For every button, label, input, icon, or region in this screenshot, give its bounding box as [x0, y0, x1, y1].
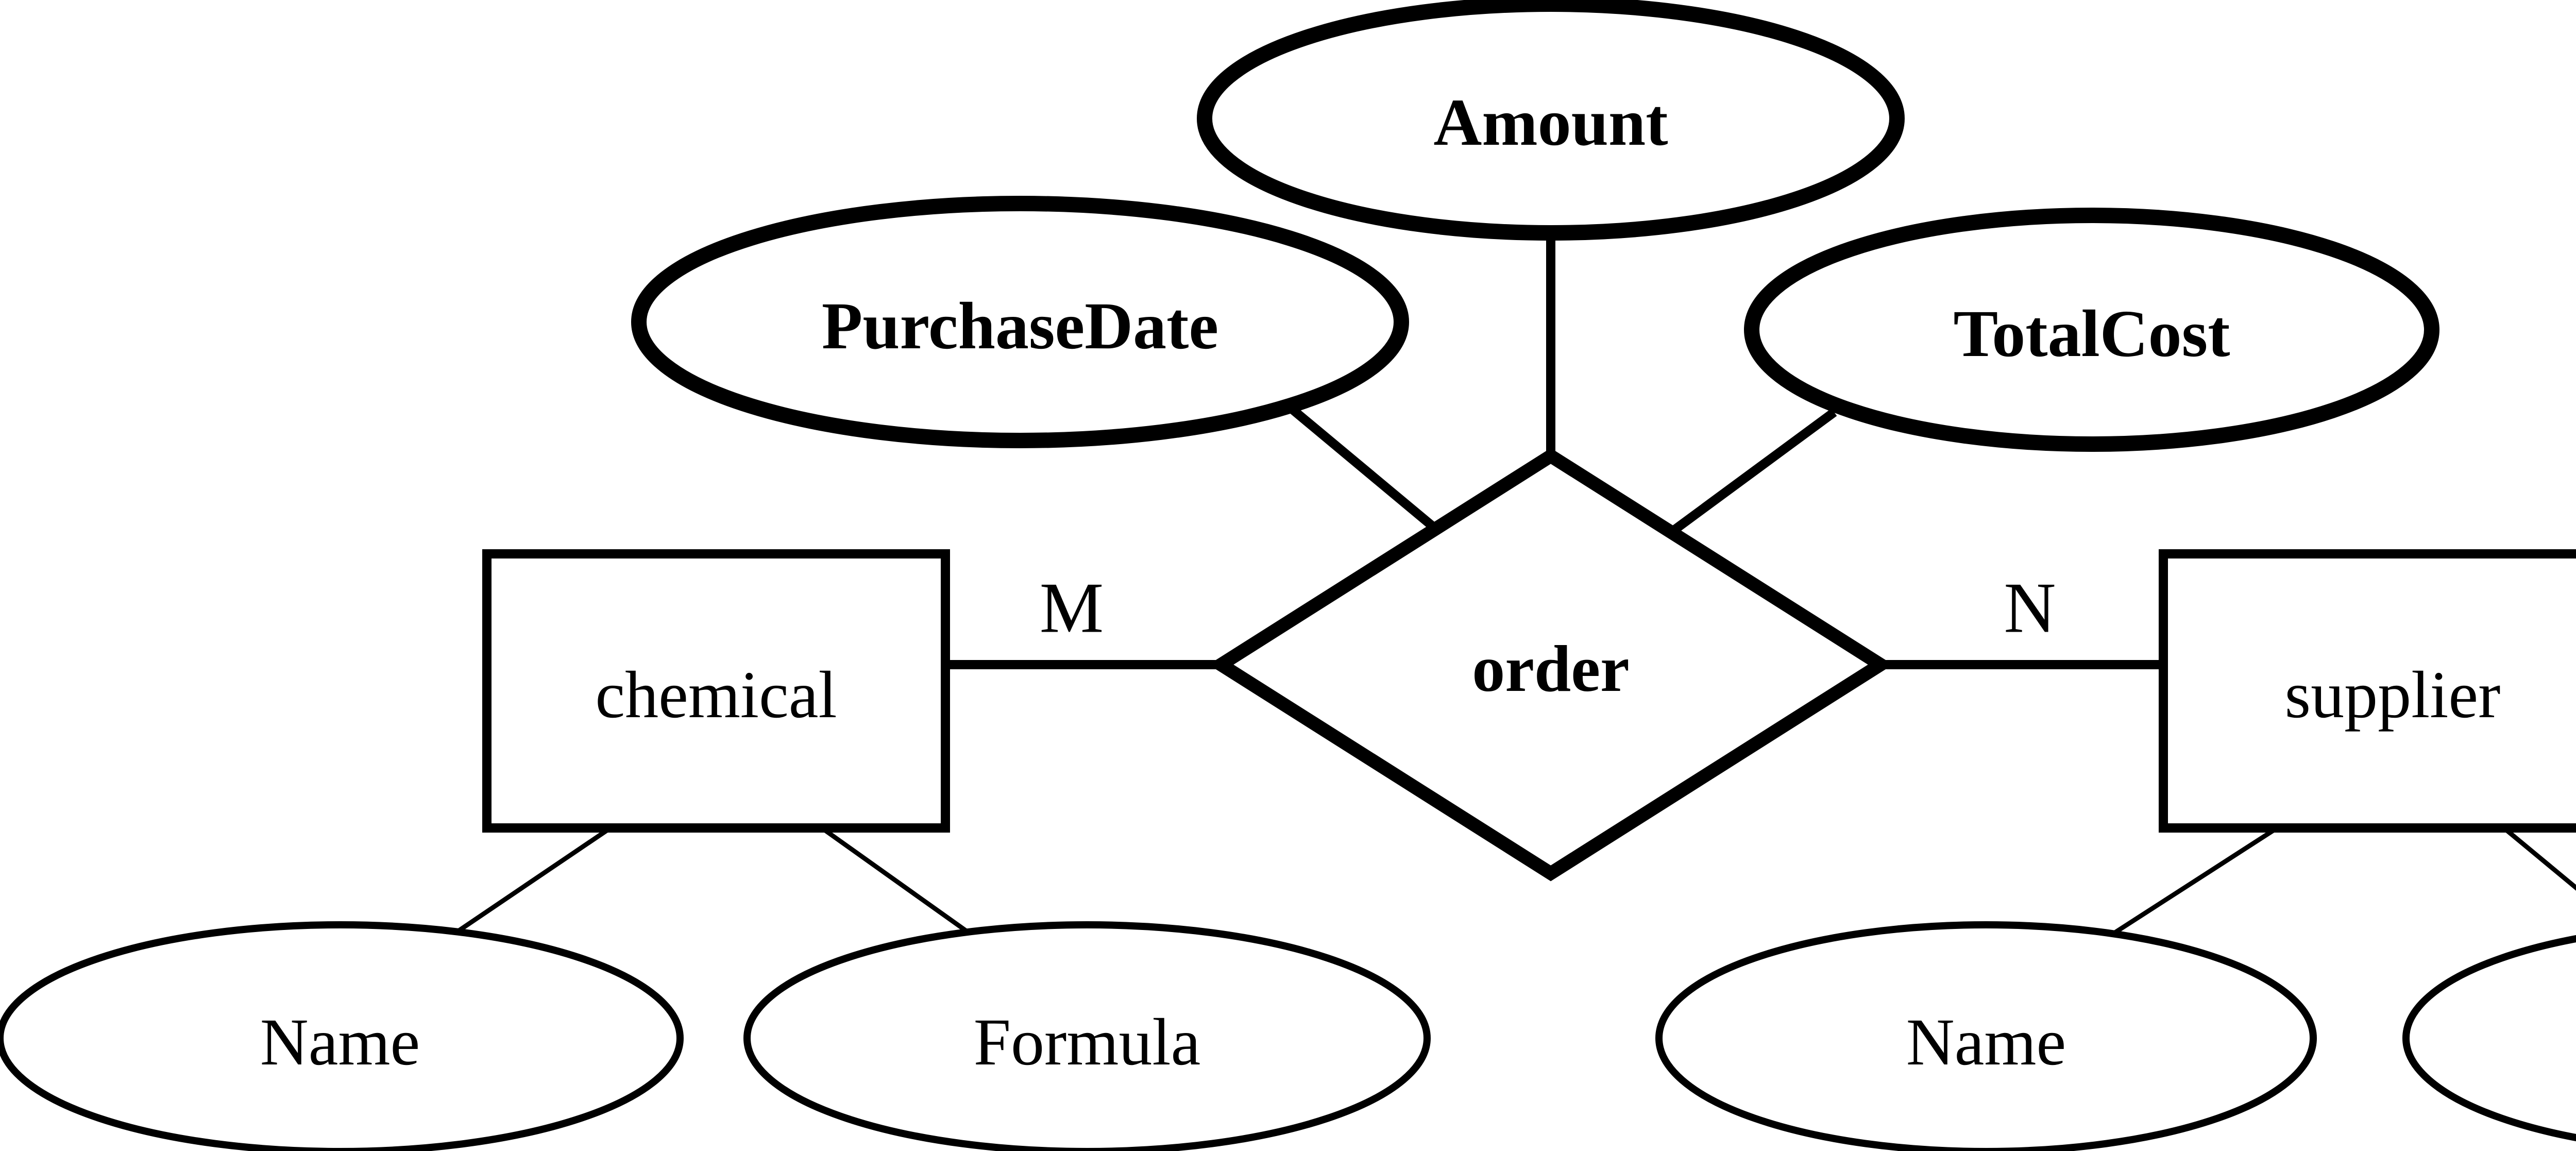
attribute-ellipse-purchasedate	[631, 196, 1409, 448]
attribute-ellipse-amount	[1197, 0, 1905, 241]
relationship-diamond-order	[1208, 448, 1893, 882]
attribute-label-chem-name: Name	[260, 1005, 420, 1079]
attribute-node-totalcost[interactable]: TotalCost	[1744, 208, 2439, 452]
attribute-node-sup-name[interactable]: Name	[1655, 921, 2317, 1151]
attribute-label-purchasedate: PurchaseDate	[822, 289, 1218, 363]
entity-label-supplier: supplier	[2285, 658, 2501, 732]
attribute-label-amount: Amount	[1433, 86, 1668, 160]
attribute-node-amount[interactable]: Amount	[1197, 0, 1905, 241]
attribute-label-sup-name: Name	[1906, 1005, 2066, 1079]
cardinality-label-m: M	[1040, 568, 1104, 648]
entity-rect-chemical	[482, 549, 950, 833]
edge-chemical-chem-name	[454, 826, 612, 935]
edge-chemical-chem-formula	[820, 826, 970, 935]
entity-node-supplier[interactable]: supplier	[2159, 549, 2576, 833]
edge-supplier-sup-contact	[2502, 826, 2576, 891]
attribute-ellipse-chem-name	[0, 921, 684, 1151]
attribute-label-totalcost: TotalCost	[1954, 297, 2230, 371]
edge-supplier-sup-name	[2113, 826, 2279, 935]
attribute-label-chem-formula: Formula	[974, 1005, 1201, 1079]
entity-rect-supplier	[2159, 549, 2576, 833]
attribute-ellipse-chem-formula	[743, 921, 1431, 1151]
attribute-ellipse-totalcost	[1744, 208, 2439, 452]
attribute-node-sup-contact[interactable]: Contact	[2402, 925, 2576, 1151]
cardinality-label-n: N	[2004, 568, 2056, 648]
entity-label-chemical: chemical	[595, 658, 837, 732]
relationship-label-order: order	[1472, 632, 1630, 705]
relationship-node-order[interactable]: order	[1208, 448, 1893, 882]
attribute-ellipse-sup-contact	[2402, 935, 2576, 1142]
attribute-node-chem-name[interactable]: Name	[0, 921, 684, 1151]
attribute-node-chem-formula[interactable]: Formula	[743, 921, 1431, 1151]
attribute-ellipse-sup-name	[1655, 921, 2317, 1151]
attribute-node-purchasedate[interactable]: PurchaseDate	[631, 196, 1409, 448]
entity-node-chemical[interactable]: chemical	[482, 549, 950, 833]
